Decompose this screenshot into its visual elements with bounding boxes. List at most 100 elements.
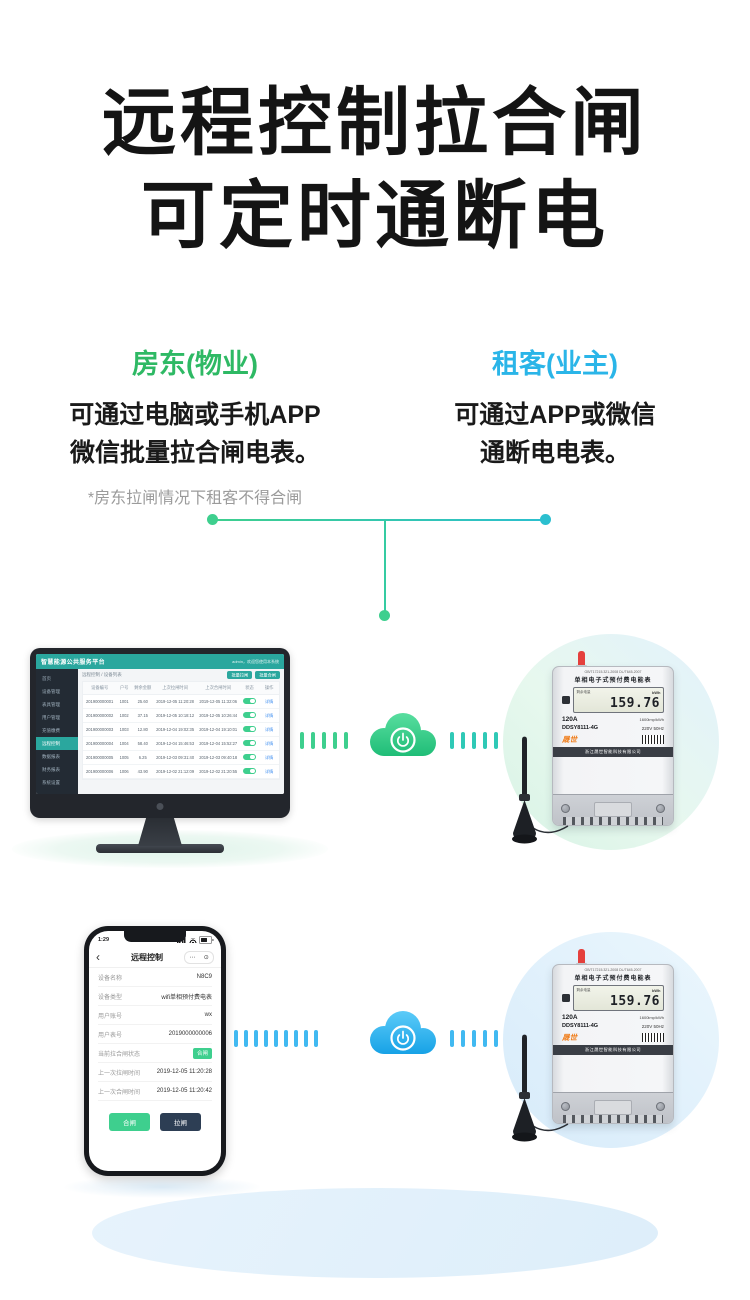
signal-dash xyxy=(494,731,498,749)
landlord-line2: 微信批量拉合闸电表。 xyxy=(69,438,320,467)
connector-vertical-line xyxy=(384,520,386,612)
power-toggle[interactable] xyxy=(240,697,260,706)
back-icon[interactable]: ‹ xyxy=(96,950,100,964)
external-antenna xyxy=(512,1034,569,1142)
sidebar-item[interactable]: 表具管理 xyxy=(42,701,60,707)
sidebar-item[interactable]: 财务报表 xyxy=(42,766,60,772)
external-antenna xyxy=(512,736,569,844)
terminal-label xyxy=(594,802,632,817)
table-cell: 25.60 xyxy=(137,699,148,704)
meter-imp: 1600imp/kWh xyxy=(639,1014,664,1020)
screw-icon xyxy=(656,1102,665,1111)
signal-dash xyxy=(274,1029,278,1047)
connector-dot-right xyxy=(540,514,551,525)
table-cell: 201900000002 xyxy=(85,713,114,718)
smart-meter: GB/T17215.321-2008 DL/T645-2007 单相电子式预付费… xyxy=(552,949,674,1124)
toolbar-actions: 批量拉闸批量合闸 xyxy=(224,670,280,679)
detail-link[interactable]: 详情 xyxy=(265,740,274,746)
signal-dash xyxy=(472,731,476,749)
tenant-heading: 租客(业主) xyxy=(492,349,618,379)
meter-lcd-plate: 剩余电量 kWh 159.76 xyxy=(562,985,664,1011)
column-header: 设备编号 xyxy=(91,685,109,690)
open-switch-button[interactable]: 拉闸 xyxy=(160,1113,201,1131)
meter-ir-port xyxy=(562,994,570,1002)
imac-stand-neck xyxy=(137,818,183,846)
target-icon[interactable]: ⊙ xyxy=(203,954,209,961)
detail-link[interactable]: 详情 xyxy=(265,726,274,732)
table-cell: 2019-12-04 19:02:35 xyxy=(156,727,195,732)
field-label: 用户账号 xyxy=(98,1013,123,1020)
toggle-icon xyxy=(243,767,257,775)
table-cell: 1002 xyxy=(119,713,129,718)
meter-brand-row: 晟世 xyxy=(562,1032,664,1043)
table-cell: 2019-12-03 09:40:18 xyxy=(199,755,238,760)
power-toggle[interactable] xyxy=(240,767,260,776)
toggle-icon xyxy=(243,739,257,747)
signal-dash xyxy=(244,1029,248,1047)
meter-rating-row: 120A 1600imp/kWh xyxy=(562,1014,664,1021)
bottom-shadow-ellipse xyxy=(92,1188,658,1278)
meter-model: DDSY8111-4G xyxy=(562,725,599,731)
toolbar-button[interactable]: 批量合闸 xyxy=(255,670,280,679)
meter-lcd-plate: 剩余电量 kWh 159.76 xyxy=(562,687,664,713)
signal-dash xyxy=(483,731,487,749)
signal-dashes-left-green xyxy=(300,731,348,749)
connector-dot-left xyxy=(207,514,218,525)
cloud-shape xyxy=(370,1011,436,1054)
more-icon[interactable]: ⋯ xyxy=(189,954,196,961)
meter-brand-row: 晟世 xyxy=(562,734,664,745)
meter-model: DDSY8111-4G xyxy=(562,1023,599,1029)
meter-lcd: 剩余电量 kWh 159.76 xyxy=(573,985,664,1011)
table-cell: 2019-12-04 15:46:53 xyxy=(156,741,195,746)
platform-sidebar: 首页设备管理表具管理用户管理充值缴费远程控制数据报表财务报表系统设置 xyxy=(36,669,78,794)
meter-company-band: 浙江晟世智能科技有限公司 xyxy=(553,1045,673,1055)
miniprogram-capsule[interactable]: ⋯ ⊙ xyxy=(184,950,214,964)
signal-dashes-right-teal xyxy=(450,731,498,749)
signal-dash xyxy=(300,731,304,749)
connector-horizontal-line xyxy=(213,519,547,521)
lcd-unit: kWh xyxy=(652,988,661,993)
power-toggle[interactable] xyxy=(240,725,260,734)
meter-title: 单相电子式预付费电能表 xyxy=(574,678,652,684)
platform-body: 首页设备管理表具管理用户管理充值缴费远程控制数据报表财务报表系统设置 远程控制 … xyxy=(36,669,284,794)
sidebar-item[interactable]: 用户管理 xyxy=(42,714,60,720)
power-toggle[interactable] xyxy=(240,711,260,720)
sidebar-item[interactable]: 设备管理 xyxy=(42,688,60,694)
detail-link[interactable]: 详情 xyxy=(265,754,274,760)
signal-dash xyxy=(294,1029,298,1047)
meter-voltage: 220V 50Hz xyxy=(641,1023,664,1029)
power-toggle[interactable] xyxy=(240,739,260,748)
signal-dash xyxy=(311,731,315,749)
sidebar-item[interactable]: 首页 xyxy=(42,675,51,681)
detail-link[interactable]: 详情 xyxy=(265,768,274,774)
table-cell: 2019-12-05 11:20:28 xyxy=(156,699,194,704)
signal-dash xyxy=(450,731,454,749)
detail-link[interactable]: 详情 xyxy=(265,712,274,718)
power-icon xyxy=(396,732,410,747)
sidebar-item[interactable]: 数据报表 xyxy=(42,753,60,759)
antenna-cone xyxy=(513,800,536,840)
table-header-row: 设备编号户号剩余金额上次拉闸时间上次合闸时间状态操作 xyxy=(83,682,279,695)
detail-link[interactable]: 详情 xyxy=(265,698,274,704)
screw-icon xyxy=(656,804,665,813)
field-value: 合闸 xyxy=(192,1047,212,1059)
toolbar-button[interactable]: 批量拉闸 xyxy=(227,670,253,679)
signal-dash xyxy=(344,731,348,749)
column-header: 操作 xyxy=(264,685,274,690)
table-cell: 1006 xyxy=(119,769,129,774)
sidebar-item[interactable]: 充值缴费 xyxy=(42,727,60,733)
meter-terminal-cover xyxy=(553,794,673,825)
sidebar-item[interactable]: 系统设置 xyxy=(42,779,60,785)
meter-barcode xyxy=(642,1032,664,1042)
phone-nav-bar: ‹ 远程控制 ⋯ ⊙ xyxy=(89,947,221,968)
tenant-description: 可通过APP或微信 通断电电表。 xyxy=(388,397,722,472)
sidebar-item[interactable]: 远程控制 xyxy=(36,737,78,750)
screw-icon xyxy=(561,1102,570,1111)
close-switch-button[interactable]: 合闸 xyxy=(109,1113,150,1131)
signal-dash xyxy=(483,1029,487,1047)
power-toggle[interactable] xyxy=(240,753,260,762)
